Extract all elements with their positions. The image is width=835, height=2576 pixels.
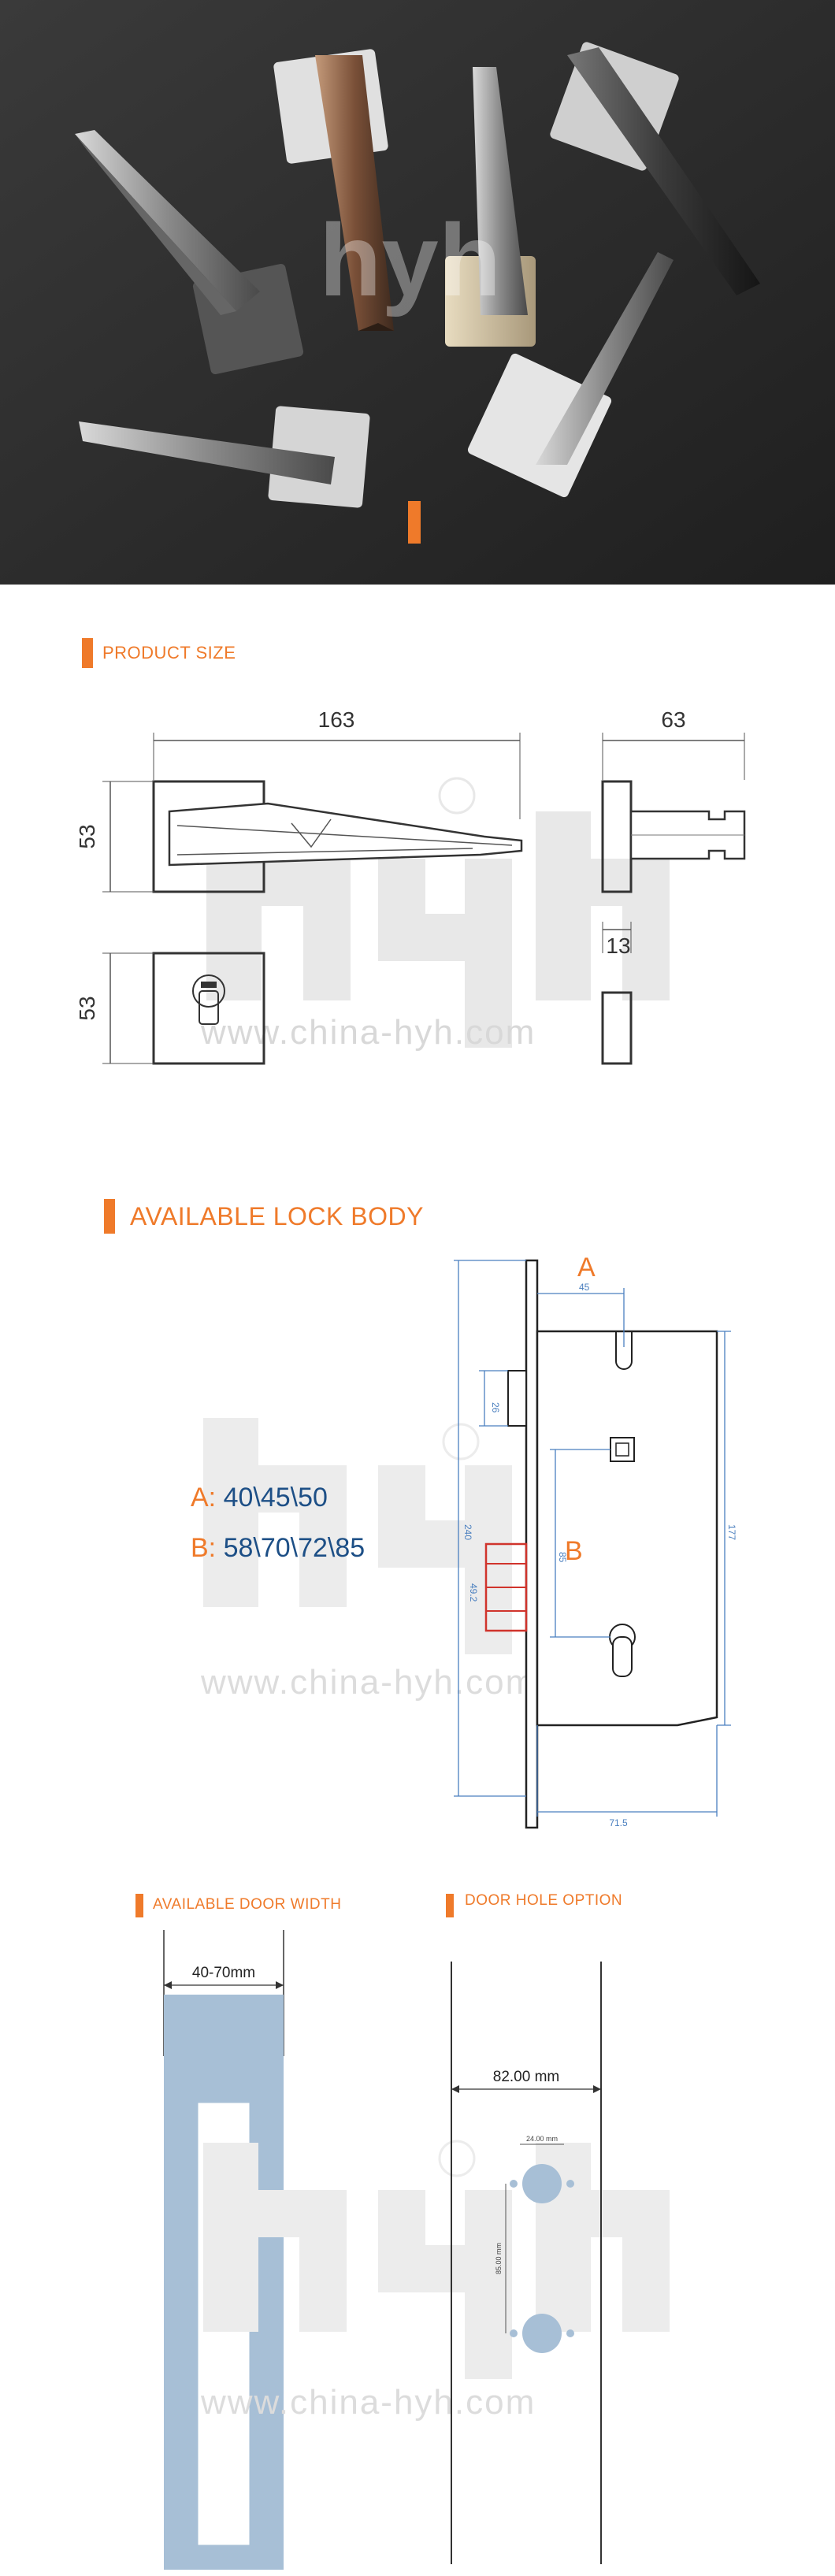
dim-71-5: 71.5 <box>609 1817 628 1828</box>
lock-body-drawing: www.china-hyh.com A 45 26 240 85 49.2 <box>200 1253 737 1829</box>
section-marker <box>446 1894 454 1917</box>
hero-watermark: hyh <box>319 202 501 317</box>
lock-label-a: A <box>577 1253 596 1282</box>
product-size-watermark-url: www.china-hyh.com <box>200 1013 536 1052</box>
section-marker <box>82 638 93 668</box>
hyh-watermark-logo <box>206 777 670 1048</box>
dim-13: 13 <box>606 934 630 958</box>
product-size-drawing: www.china-hyh.com 163 53 63 53 13 <box>75 707 746 1065</box>
dim-85: 85 <box>557 1552 568 1563</box>
door-width-range: 40-70mm <box>192 1965 255 1981</box>
handles-photo-illustration: hyh <box>0 0 835 585</box>
door-hole-title: DOOR HOLE OPTION <box>465 1892 623 1909</box>
product-size-title: PRODUCT SIZE <box>102 643 236 663</box>
lock-body-title: AVAILABLE LOCK BODY <box>130 1202 424 1230</box>
product-photo: hyh <box>0 0 835 585</box>
door-hole-drawing: www.china-hyh.com 82.00 mm 24.00 mm 85.0… <box>200 1962 670 2564</box>
dim-53-top: 53 <box>75 824 99 848</box>
lock-b-options: B: 58\70\72\85 <box>191 1533 365 1564</box>
dim-45: 45 <box>579 1282 590 1293</box>
lock-label-b: B <box>565 1536 583 1566</box>
lock-a-key: A: <box>191 1483 217 1513</box>
dim-240: 240 <box>462 1524 473 1540</box>
lock-a-options: A: 40\45\50 <box>191 1483 328 1513</box>
hole-spacing: 85.00 mm <box>495 2243 503 2274</box>
lock-b-key: B: <box>191 1533 217 1563</box>
door-hole-width: 82.00 mm <box>493 2069 559 2085</box>
dim-53-bottom: 53 <box>75 996 99 1020</box>
lock-body-watermark-url: www.china-hyh.com <box>200 1663 536 1702</box>
lock-a-values: 40\45\50 <box>223 1483 328 1513</box>
dim-26: 26 <box>490 1402 501 1413</box>
dim-163: 163 <box>318 707 355 732</box>
footer-watermark-url: www.china-hyh.com <box>200 2383 536 2422</box>
hero-accent-marker <box>408 501 421 544</box>
dim-63: 63 <box>661 707 685 732</box>
section-marker <box>104 1199 115 1234</box>
dim-177: 177 <box>726 1524 737 1540</box>
lock-b-values: 58\70\72\85 <box>223 1533 366 1563</box>
dim-49-2: 49.2 <box>468 1583 479 1602</box>
hole-diameter: 24.00 mm <box>526 2135 558 2143</box>
door-width-title: AVAILABLE DOOR WIDTH <box>153 1896 342 1913</box>
section-marker <box>135 1894 143 1917</box>
hyh-watermark-logo <box>203 2140 670 2379</box>
